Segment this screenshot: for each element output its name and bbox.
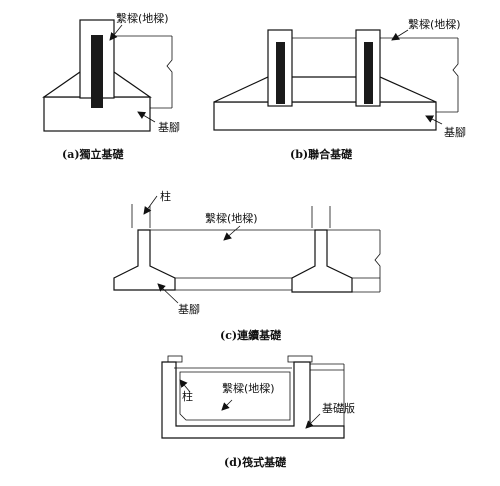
leader-column-c — [143, 195, 158, 215]
leader-column-d — [179, 379, 191, 393]
column-label-d: 柱 — [182, 389, 193, 403]
footing-c-left — [113, 229, 176, 291]
rebar-b-left — [276, 42, 285, 104]
leader-footing-a — [137, 111, 156, 123]
rebar-a — [91, 35, 103, 108]
caption-a: (a)獨立基礎 — [62, 147, 125, 161]
beam-label-c: 繫樑(地樑) — [205, 211, 258, 225]
leader-beam-d — [221, 399, 233, 411]
footing-base-b — [213, 101, 437, 131]
caption-b: (b)聯合基礎 — [290, 147, 353, 161]
slab-label-d: 基礎版 — [322, 401, 355, 415]
panel-b-combined-footing — [213, 29, 459, 131]
panel-d-mat-foundation — [161, 355, 345, 439]
column-cap-d-right — [287, 355, 313, 363]
beam-inner-d — [179, 371, 291, 421]
leader-slab-d — [305, 413, 321, 429]
beam-label-b: 繫樑(地樑) — [408, 17, 461, 31]
footing-label-b: 基腳 — [444, 126, 466, 139]
beam-label-d: 繫樑(地樑) — [222, 381, 275, 395]
leader-beam-c — [223, 225, 241, 241]
footing-c-right — [291, 229, 353, 293]
leader-beam-a — [109, 24, 123, 41]
rebar-b-right — [364, 42, 373, 104]
caption-d: (d)筏式基礎 — [224, 455, 287, 469]
footing-label-c: 基腳 — [178, 303, 200, 316]
footing-slope-b — [213, 76, 437, 103]
break-line-a — [166, 36, 173, 108]
leader-footing-c — [157, 283, 179, 304]
footing-label-a: 基腳 — [158, 121, 180, 134]
panel-a-isolated-footing — [42, 19, 173, 132]
leader-beam-b — [391, 29, 409, 41]
panel-c-continuous-footing — [113, 195, 381, 304]
column-label-c: 柱 — [160, 189, 171, 203]
caption-c: (c)連續基礎 — [220, 328, 282, 342]
beam-label-a: 繫樑(地樑) — [116, 11, 169, 25]
break-line-b — [452, 38, 459, 112]
break-line-c — [374, 230, 381, 292]
leader-footing-b — [425, 115, 443, 125]
column-cap-d-left — [167, 355, 183, 363]
